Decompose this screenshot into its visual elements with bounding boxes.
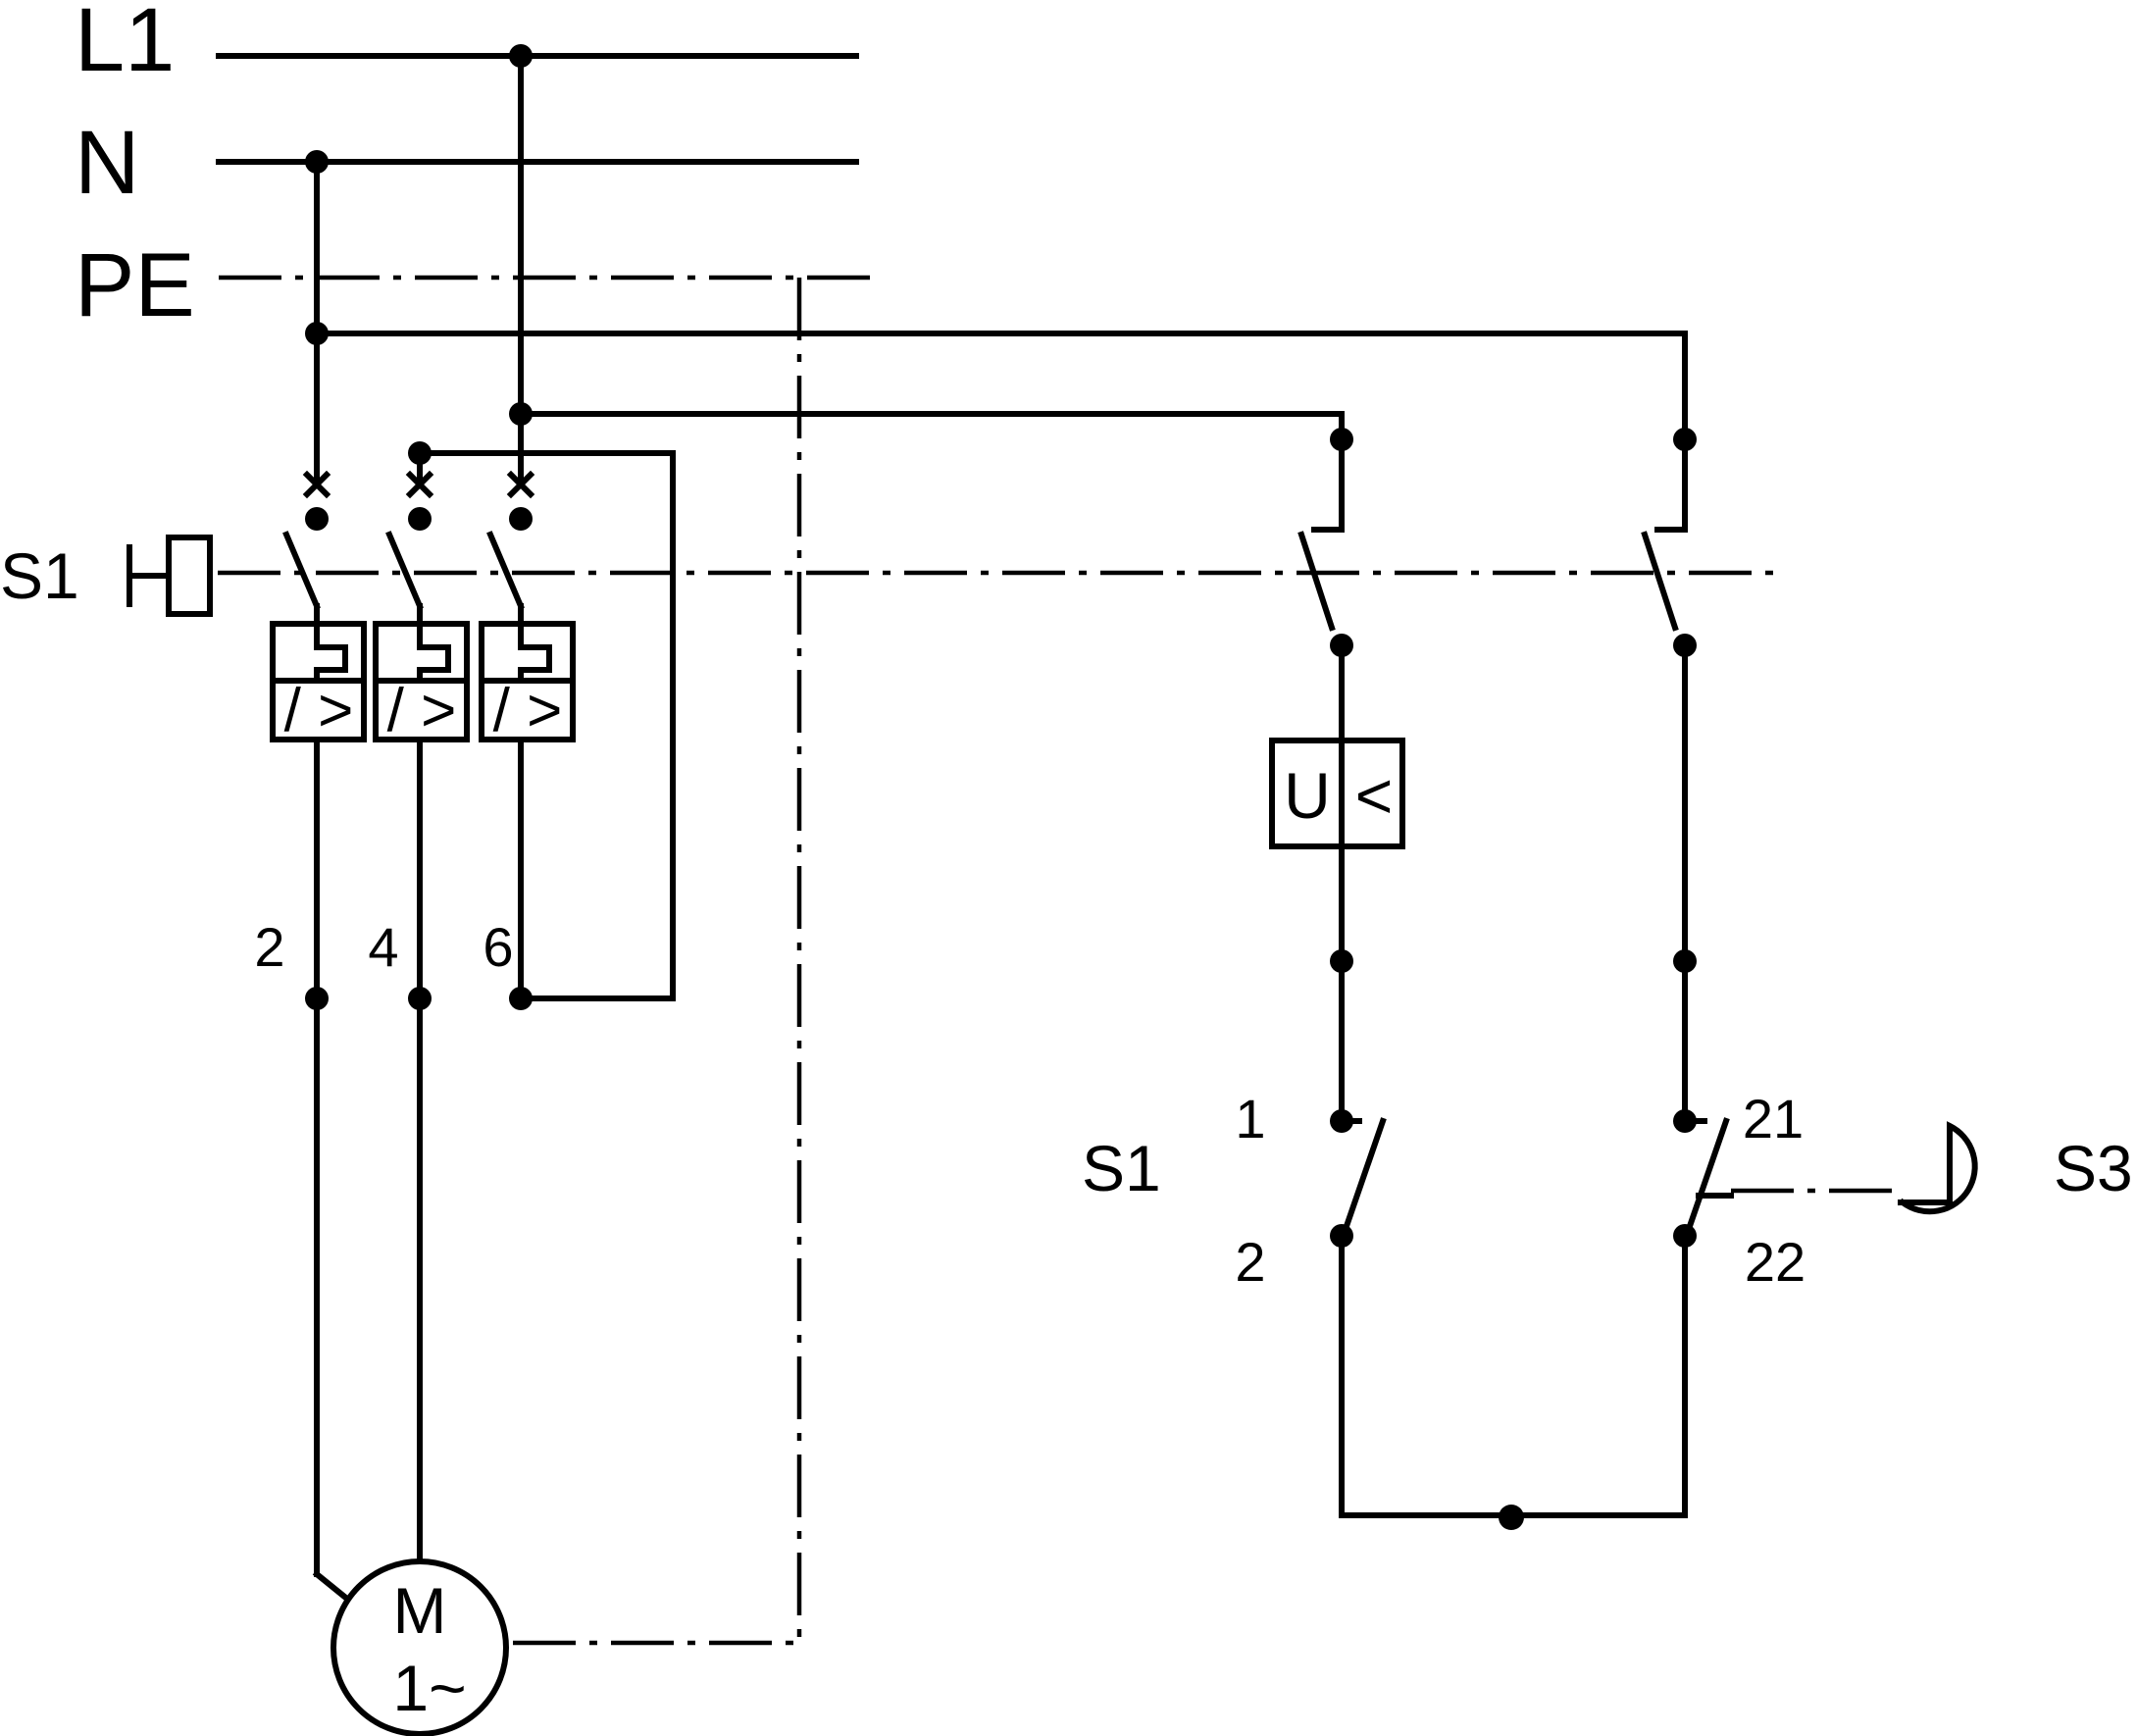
- breaker-pole-3: / >: [479, 470, 576, 1001]
- bus-label-n: N: [75, 113, 139, 213]
- breaker-label: S1: [0, 539, 79, 612]
- breaker-pole-1: / >: [270, 470, 367, 1001]
- motor-label: M: [393, 1574, 447, 1647]
- n-feed-wire: [314, 331, 1688, 442]
- s3-branch: [1499, 428, 1978, 1530]
- s1-contact-top-label: 1: [1235, 1088, 1265, 1149]
- junction-dot: [305, 322, 329, 345]
- junction-dot: [509, 44, 533, 68]
- motor-rating: 1~: [392, 1652, 466, 1724]
- motor: M 1~: [312, 996, 509, 1736]
- s3-contact-bottom-label: 22: [1745, 1231, 1805, 1293]
- breaker-s1: / > / > / >: [0, 470, 1785, 1010]
- undervoltage-release: [1269, 738, 1405, 849]
- undervoltage-lt: <: [1355, 759, 1394, 832]
- l1-feed-wire: [518, 411, 1345, 442]
- junction-dot: [408, 441, 432, 465]
- s3-contact-top-label: 21: [1743, 1088, 1804, 1149]
- s1-contact-bottom-label: 2: [1235, 1231, 1265, 1293]
- junction-dot: [305, 150, 329, 174]
- trip-symbol-2: / >: [387, 677, 457, 744]
- terminal-label-2: 2: [254, 916, 284, 978]
- s3-contact-label: S3: [2054, 1132, 2133, 1204]
- junction-dot: [509, 402, 533, 426]
- pushbutton-actuator: [127, 535, 213, 617]
- bus-label-l1: L1: [75, 0, 175, 90]
- trip-symbol-1: / >: [284, 677, 354, 744]
- trip-symbol-3: / >: [493, 677, 563, 744]
- terminal-label-4: 4: [368, 916, 398, 978]
- undervoltage-branch: U <: [1269, 428, 1688, 1518]
- breaker-pole-2: / >: [373, 470, 470, 1001]
- undervoltage-u: U: [1284, 759, 1331, 832]
- s1-contact-label: S1: [1082, 1132, 1161, 1204]
- bus-label-pe: PE: [75, 235, 195, 335]
- terminal-label-6: 6: [483, 916, 513, 978]
